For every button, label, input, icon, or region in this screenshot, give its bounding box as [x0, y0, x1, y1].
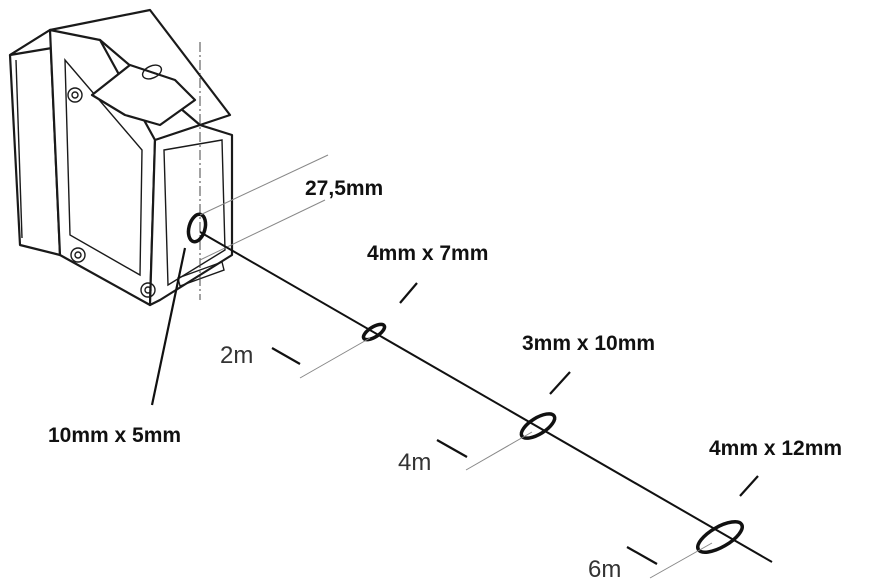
spot-label-2m: 4mm x 7mm [367, 242, 488, 265]
offset-label: 27,5mm [305, 177, 383, 200]
leader-spot-6 [739, 475, 759, 497]
spot-2m [361, 322, 387, 342]
spot-label-emitter: 10mm x 5mm [48, 424, 181, 447]
distance-label-2m: 2m [220, 342, 253, 369]
dist-dim-6m [649, 542, 713, 579]
distance-label-4m: 4m [398, 449, 431, 476]
leader-spot-2 [399, 282, 418, 304]
distance-label-6m: 6m [588, 556, 621, 580]
dist-dim-4m [465, 431, 533, 471]
spot-6m [696, 520, 744, 554]
sensor-housing [8, 8, 234, 307]
tick-2m [271, 347, 301, 365]
offset-dim-line-top [199, 154, 329, 216]
tick-4m [436, 439, 468, 458]
offset-dim-line-bottom [199, 199, 326, 261]
spot-label-6m: 4mm x 12mm [709, 437, 842, 460]
leader-spot-0 [150, 247, 187, 406]
laser-beam [199, 231, 773, 563]
leader-spot-4 [549, 371, 571, 395]
spot-4m [519, 412, 557, 440]
dist-dim-2m [299, 337, 371, 379]
tick-6m [626, 546, 658, 565]
spot-label-4m: 3mm x 10mm [522, 332, 655, 355]
